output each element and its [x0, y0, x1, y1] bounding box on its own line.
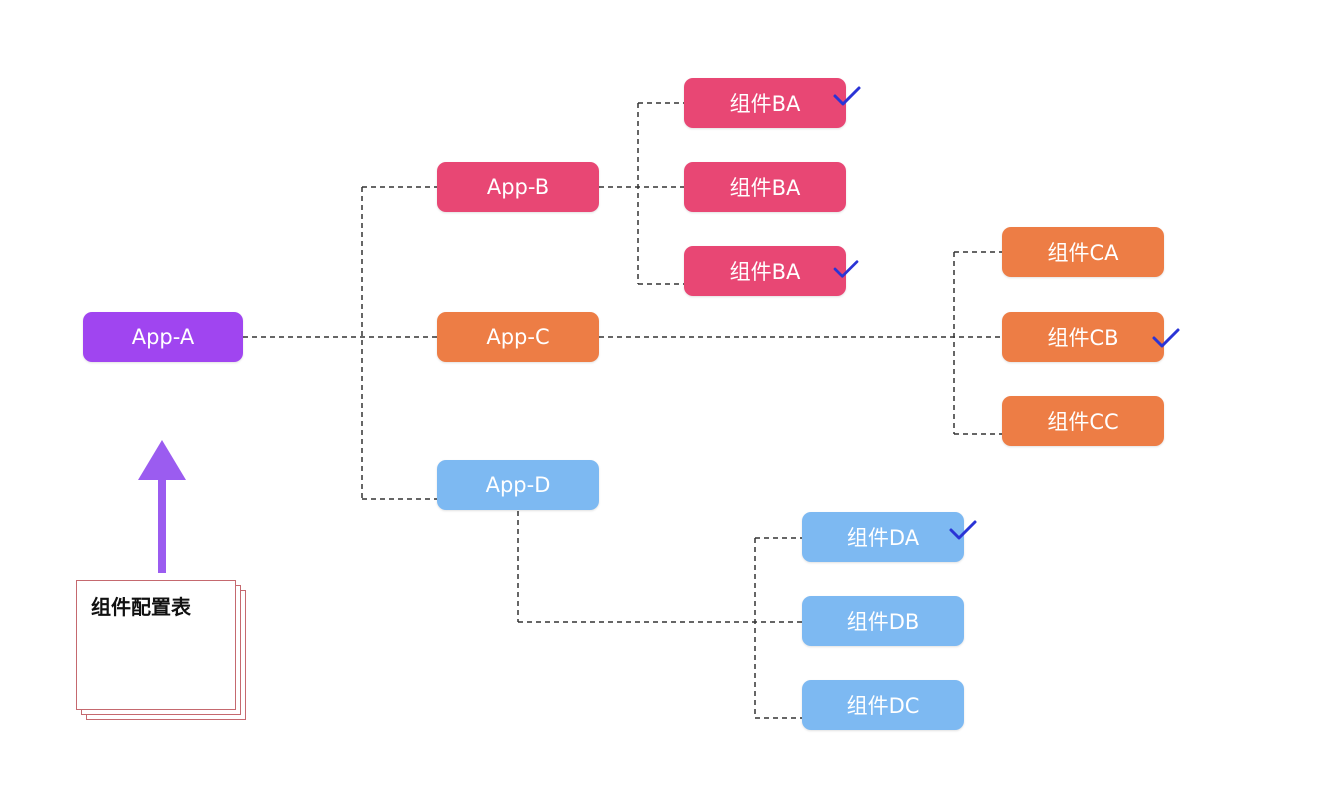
node-component-ba-1[interactable]: 组件BA: [684, 78, 846, 128]
checkmark-icon: [833, 260, 859, 278]
node-component-ca-label: 组件CA: [1047, 241, 1119, 265]
node-component-ba-1-label: 组件BA: [729, 92, 801, 116]
config-table-title: 组件配置表: [91, 595, 191, 619]
checkmark-icon: [949, 520, 977, 540]
node-component-cc[interactable]: 组件CC: [1002, 396, 1164, 446]
arrow-up-icon: [138, 440, 186, 573]
config-table-document[interactable]: 组件配置表: [76, 580, 236, 710]
node-app-b[interactable]: App-B: [437, 162, 599, 212]
node-component-ba-2[interactable]: 组件BA: [684, 162, 846, 212]
node-component-ba-2-label: 组件BA: [729, 176, 801, 200]
checkmark-icon: [1152, 328, 1180, 348]
node-app-d[interactable]: App-D: [437, 460, 599, 510]
node-app-a-label: App-A: [131, 325, 195, 349]
node-component-ba-3-label: 组件BA: [729, 260, 801, 284]
node-component-db-label: 组件DB: [846, 610, 920, 634]
node-component-db[interactable]: 组件DB: [802, 596, 964, 646]
node-app-b-label: App-B: [486, 175, 550, 199]
node-app-c[interactable]: App-C: [437, 312, 599, 362]
node-app-d-label: App-D: [485, 473, 551, 497]
checkmark-icon: [833, 86, 861, 106]
node-component-ca[interactable]: 组件CA: [1002, 227, 1164, 277]
node-component-dc-label: 组件DC: [846, 694, 920, 718]
node-app-a[interactable]: App-A: [83, 312, 243, 362]
node-component-da[interactable]: 组件DA: [802, 512, 964, 562]
node-component-dc[interactable]: 组件DC: [802, 680, 964, 730]
node-component-cc-label: 组件CC: [1047, 410, 1119, 434]
node-component-cb-label: 组件CB: [1047, 326, 1119, 350]
node-component-ba-3[interactable]: 组件BA: [684, 246, 846, 296]
node-component-da-label: 组件DA: [846, 526, 920, 550]
node-component-cb[interactable]: 组件CB: [1002, 312, 1164, 362]
node-app-c-label: App-C: [486, 325, 550, 349]
